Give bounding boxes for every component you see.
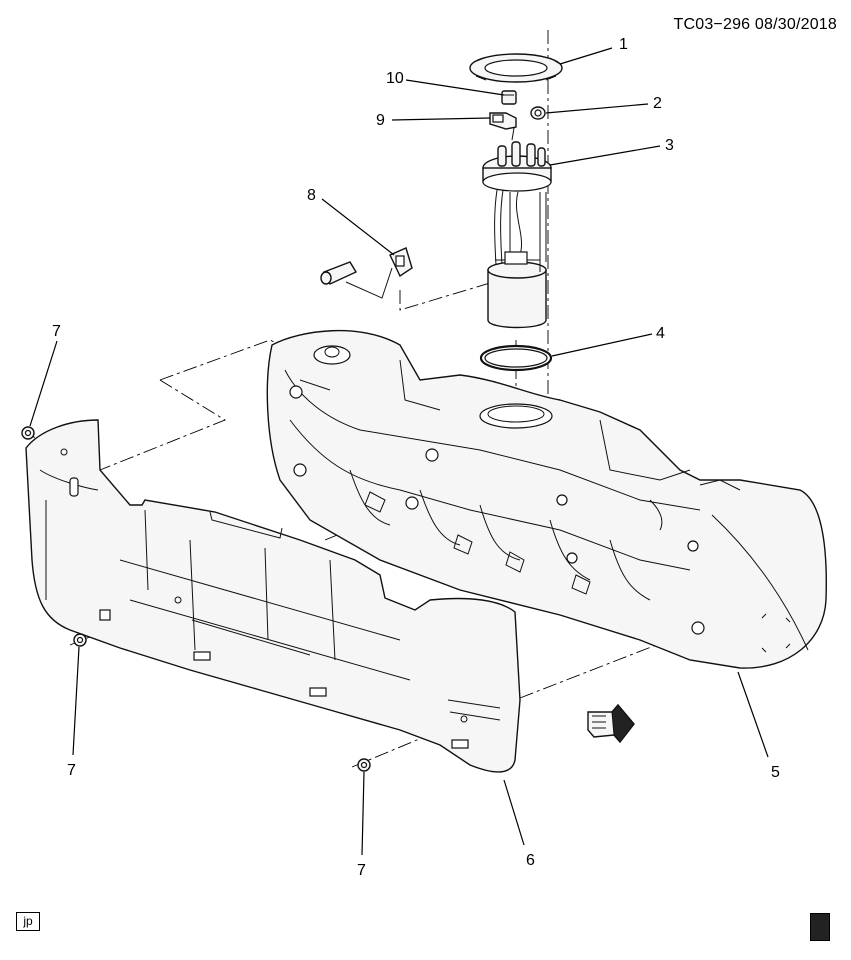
fuel-pump-module	[482, 141, 552, 329]
callout-5: 5	[771, 764, 780, 781]
lock-ring	[469, 53, 563, 83]
callout-7-left: 7	[67, 762, 76, 779]
callout-labels: 1 10 2 9 3 8 4 7 7 5 6 7	[52, 36, 780, 879]
shield-nut-top-left	[21, 426, 35, 440]
callout-2: 2	[653, 95, 662, 112]
callout-8: 8	[307, 187, 316, 204]
front-arrow-icon	[587, 703, 635, 744]
diagram-code: TC03−296 08/30/2018	[673, 16, 837, 33]
fuel-tank-shield	[25, 419, 521, 773]
callout-9: 9	[376, 112, 385, 129]
callout-7-top: 7	[52, 323, 61, 340]
leader-lines	[29, 47, 769, 856]
fuel-tank	[266, 329, 827, 669]
callout-10: 10	[386, 70, 404, 87]
callout-3: 3	[665, 137, 674, 154]
shield-nut-left	[73, 633, 87, 647]
gm-spo-logo	[810, 913, 830, 941]
fuel-line-fitting	[530, 106, 546, 120]
callout-7-bottom: 7	[357, 862, 366, 879]
fuel-pump-seal	[479, 344, 553, 372]
illustrator-tag: jp	[16, 912, 40, 931]
connector-assembly	[489, 112, 517, 141]
shield-nut-bottom	[357, 758, 371, 772]
electrical-connector	[501, 90, 517, 105]
callout-6: 6	[526, 852, 535, 869]
callout-1: 1	[619, 36, 628, 53]
fuel-level-sensor	[320, 247, 413, 299]
callout-4: 4	[656, 325, 665, 342]
